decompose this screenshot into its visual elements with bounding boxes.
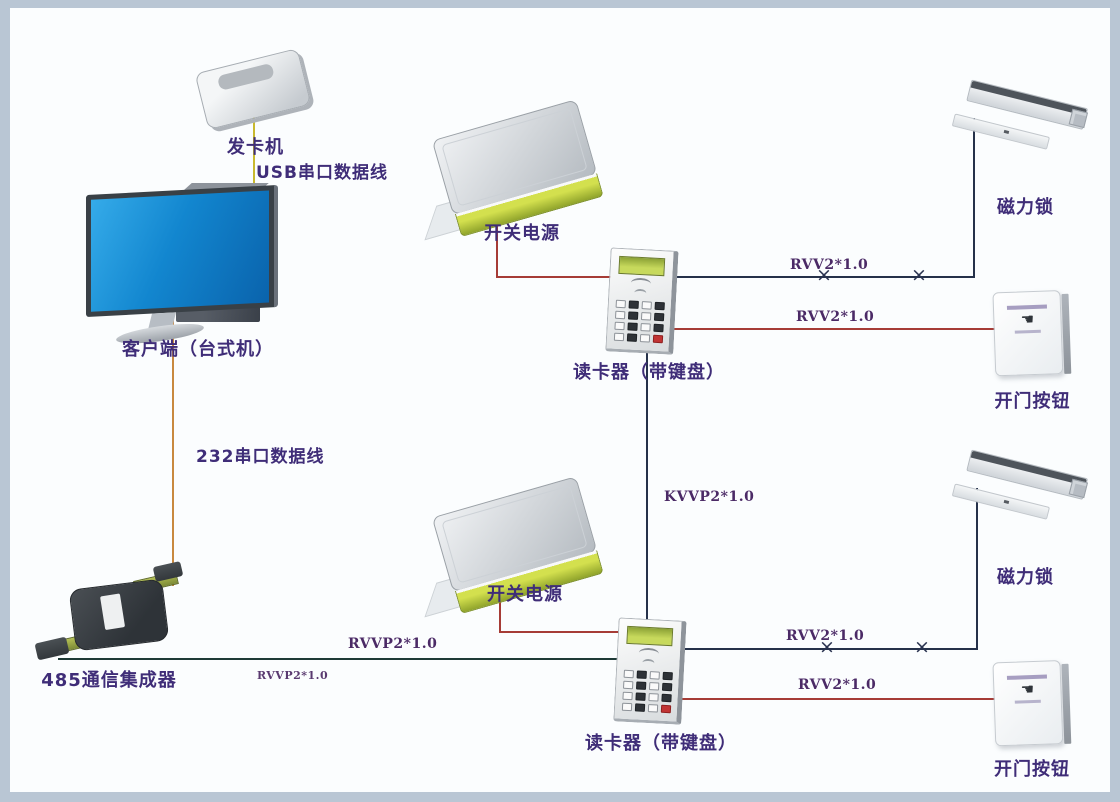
serial-232-cable-label: 232串口数据线 — [196, 447, 325, 467]
rs485-bus-line — [58, 658, 622, 660]
converter-body — [68, 578, 170, 652]
cross-mark: × — [914, 636, 930, 658]
button-text-line — [1014, 329, 1041, 334]
button-text-line — [1006, 674, 1048, 680]
card-issuer-body — [194, 48, 312, 130]
press-hand-icon: ☚ — [1020, 679, 1035, 699]
cross-mark: × — [819, 636, 835, 658]
converter-485-device — [34, 560, 198, 670]
reader-lcd — [618, 255, 666, 277]
psu-top-label: 开关电源 — [484, 223, 560, 244]
button-top-wire-label: RVV2*1.0 — [796, 309, 875, 325]
psu-bottom-wire-h — [499, 631, 622, 633]
button-top-wire — [674, 328, 996, 330]
client-pc-device — [82, 184, 342, 348]
reader-keypad — [615, 669, 679, 714]
button-side-edge — [1061, 293, 1072, 374]
button-top-device: ☚ — [992, 290, 1075, 385]
converter-plug — [152, 561, 184, 582]
reader-bottom-device — [613, 617, 687, 725]
card-issuer-device — [194, 48, 312, 130]
card-sense-icon — [634, 288, 647, 298]
lock-top-wire-v — [973, 118, 975, 278]
button-bottom-wire-label: RVV2*1.0 — [798, 677, 877, 693]
button-bottom-device: ☚ — [992, 660, 1075, 755]
button-text-line — [1014, 699, 1041, 704]
reader-keypad — [607, 299, 671, 344]
lock-top-wire-label: RVV2*1.0 — [790, 257, 869, 273]
press-hand-icon: ☚ — [1020, 309, 1035, 329]
diagram-canvas: × × × × — [10, 8, 1110, 792]
lock-bottom-device — [951, 449, 1097, 558]
cross-mark: × — [816, 264, 832, 286]
card-sense-icon — [642, 658, 655, 668]
lock-top-label: 磁力锁 — [997, 197, 1054, 218]
monitor-frame — [86, 184, 278, 318]
button-bottom-wire — [682, 698, 996, 700]
monitor-screen — [91, 190, 269, 312]
rs485-bus-label: RVVP2*1.0 — [348, 636, 438, 652]
rs485-bus-sublabel: RVVP2*1.0 — [257, 669, 329, 682]
client-pc-label: 客户端（台式机） — [122, 339, 274, 360]
button-text-line — [1006, 304, 1048, 310]
reader-lcd — [626, 625, 674, 647]
psu-bottom-wire-v — [499, 574, 501, 633]
lock-bottom-wire-h — [682, 648, 978, 650]
psu-top-wire-h — [496, 276, 614, 278]
reader-trunk-line — [646, 352, 648, 622]
button-bottom-label: 开门按钮 — [994, 759, 1070, 780]
lock-armature-plate — [951, 483, 1050, 520]
cross-mark: × — [911, 264, 927, 286]
converter-plug — [34, 636, 70, 661]
button-plate: ☚ — [992, 290, 1064, 377]
psu-bottom-label: 开关电源 — [487, 584, 563, 605]
card-sense-icon — [638, 647, 660, 660]
lock-armature-plate — [951, 113, 1050, 150]
lock-top-wire-h — [674, 276, 975, 278]
reader-top-label: 读卡器（带键盘） — [573, 362, 725, 383]
usb-cable-line — [253, 112, 255, 200]
psu-top-wire-v — [496, 212, 498, 277]
card-issuer-label: 发卡机 — [227, 137, 284, 158]
reader-trunk-label: KVVP2*1.0 — [664, 489, 755, 505]
card-sense-icon — [630, 277, 652, 290]
pc-monitor — [86, 184, 278, 348]
reader-top-device — [605, 247, 679, 355]
button-plate: ☚ — [992, 660, 1064, 747]
button-top-label: 开门按钮 — [994, 391, 1071, 412]
reader-bottom-label: 读卡器（带键盘） — [585, 733, 737, 754]
lock-bottom-wire-label: RVV2*1.0 — [786, 628, 865, 644]
button-side-edge — [1061, 663, 1072, 744]
reader-body — [605, 247, 679, 355]
serial-232-cable-line — [172, 318, 174, 586]
lock-bottom-label: 磁力锁 — [997, 567, 1054, 588]
reader-body — [613, 617, 687, 725]
converter-485-label: 485通信集成器 — [41, 670, 177, 691]
lock-bottom-wire-v — [976, 488, 978, 650]
usb-cable-label: USB串口数据线 — [256, 163, 389, 183]
